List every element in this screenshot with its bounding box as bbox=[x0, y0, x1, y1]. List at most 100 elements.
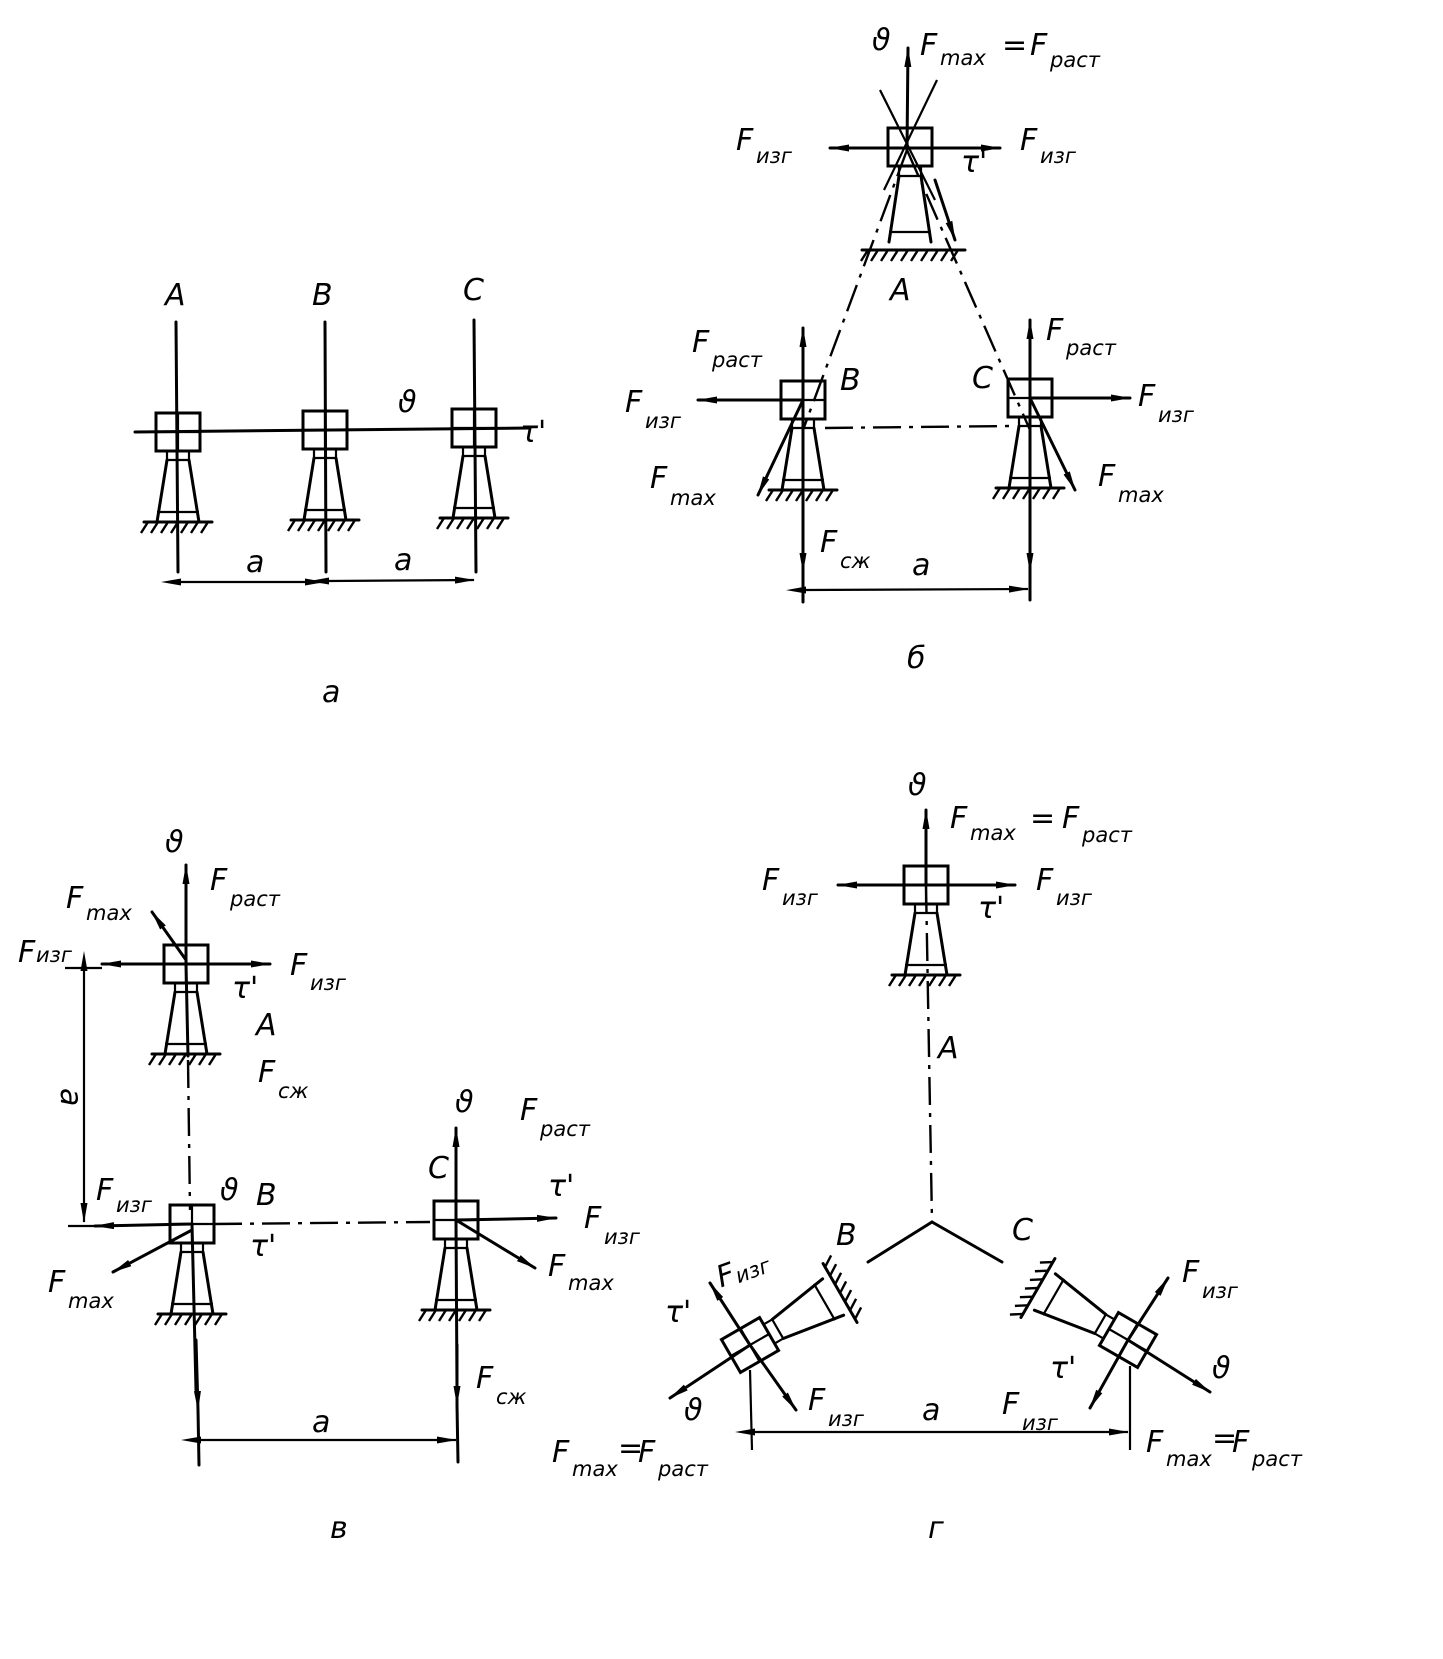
max-force-arrow-b bbox=[756, 398, 805, 497]
svg-text:изг: изг bbox=[645, 409, 682, 433]
svg-text:F: F bbox=[692, 325, 710, 360]
max-force-arrow-a bbox=[150, 910, 188, 962]
svg-text:F: F bbox=[1030, 28, 1048, 63]
panel-caption-b: б bbox=[907, 641, 926, 676]
svg-text:F: F bbox=[1138, 379, 1156, 414]
node-label-a: A bbox=[936, 1031, 959, 1066]
bending-force-arrow-c bbox=[454, 1214, 558, 1222]
column-c bbox=[435, 318, 510, 574]
svg-text:F: F bbox=[1020, 123, 1038, 158]
dimension-arrow-bc bbox=[786, 585, 1029, 594]
theta-label-a: ϑ bbox=[908, 768, 927, 803]
label-fmax-eq-frast-a: F max = F раст bbox=[950, 801, 1133, 847]
node-label-a: A bbox=[888, 273, 911, 308]
node-label-b: B bbox=[312, 278, 333, 313]
svg-text:=: = bbox=[618, 1431, 643, 1466]
label-fmax-c: F max bbox=[1098, 459, 1164, 507]
bending-force-arrow-c-up bbox=[1126, 1276, 1170, 1342]
svg-text:max: max bbox=[1118, 483, 1164, 507]
panel-v: ϑ F раст F max F изг F изг τ' A F сж a bbox=[18, 825, 641, 1546]
tau-label-c: τ' bbox=[548, 1169, 574, 1204]
bending-force-arrow-c-down bbox=[1088, 1338, 1130, 1410]
svg-text:F: F bbox=[476, 1361, 494, 1396]
svg-text:F: F bbox=[650, 461, 668, 496]
tau-label-c: τ' bbox=[1050, 1351, 1076, 1386]
theta-label-b: ϑ bbox=[684, 1393, 703, 1428]
node-label-a: A bbox=[163, 278, 186, 313]
svg-text:F: F bbox=[258, 1055, 276, 1090]
column-a bbox=[139, 320, 214, 574]
svg-text:изг: изг bbox=[1158, 403, 1195, 427]
svg-text:F: F bbox=[210, 863, 228, 898]
svg-text:раст: раст bbox=[539, 1117, 591, 1141]
svg-text:F: F bbox=[1232, 1425, 1250, 1460]
dimension-label: a bbox=[912, 548, 930, 583]
svg-text:F: F bbox=[552, 1435, 570, 1470]
axis-line-ab bbox=[186, 1059, 192, 1211]
svg-text:F: F bbox=[48, 1265, 66, 1300]
svg-text:F: F bbox=[736, 123, 754, 158]
label-fmax-c: F max bbox=[548, 1249, 614, 1295]
panel-caption-v: в bbox=[330, 1511, 348, 1546]
label-fszh-a: F сж bbox=[258, 1055, 309, 1103]
tension-force-arrow-b bbox=[668, 1343, 752, 1400]
svg-text:=: = bbox=[1212, 1421, 1237, 1456]
node-label-c: C bbox=[463, 273, 484, 308]
dimension-arrow-bc bbox=[309, 576, 475, 585]
svg-text:F: F bbox=[1062, 801, 1080, 836]
tau-label: τ' bbox=[961, 145, 987, 180]
label-fizg-left: F изг bbox=[736, 123, 793, 168]
svg-text:F: F bbox=[820, 525, 838, 560]
axis-line-b bbox=[866, 1220, 934, 1264]
theta-label-a: ϑ bbox=[165, 825, 184, 860]
theta-label-b: ϑ bbox=[220, 1173, 239, 1208]
label-fmax-eq-frast-b: F max = F раст bbox=[552, 1431, 709, 1481]
tension-force-arrow-c bbox=[1126, 1338, 1212, 1394]
dimension-label: a bbox=[922, 1393, 940, 1428]
svg-text:изг: изг bbox=[1202, 1279, 1239, 1303]
svg-text:F: F bbox=[290, 948, 308, 983]
svg-text:раст: раст bbox=[1251, 1447, 1303, 1471]
guy-line bbox=[879, 89, 936, 201]
svg-text:изг: изг bbox=[36, 943, 73, 967]
dimension-label-ab: a bbox=[246, 545, 264, 580]
svg-text:F: F bbox=[520, 1093, 538, 1128]
svg-text:=: = bbox=[1030, 801, 1055, 836]
svg-text:сж: сж bbox=[278, 1079, 309, 1103]
axis-line-bc bbox=[213, 1220, 431, 1226]
column-b bbox=[286, 320, 361, 574]
label-fszh-c: F сж bbox=[476, 1361, 527, 1409]
label-fizg-a-left: F изг bbox=[18, 935, 73, 970]
label-fizg-a-left: F изг bbox=[762, 863, 819, 910]
svg-text:изг: изг bbox=[732, 1253, 775, 1288]
svg-text:изг: изг bbox=[116, 1193, 153, 1217]
node-label-c: C bbox=[1012, 1213, 1033, 1248]
svg-text:F: F bbox=[950, 801, 968, 836]
svg-text:F: F bbox=[1036, 863, 1054, 898]
svg-text:F: F bbox=[1002, 1387, 1020, 1422]
label-fmax-a: F max bbox=[66, 881, 132, 925]
stay-line-ab bbox=[801, 149, 909, 431]
svg-text:F: F bbox=[1098, 459, 1116, 494]
max-force-arrow-c bbox=[1028, 396, 1077, 492]
label-fizg-a-right: F изг bbox=[290, 948, 347, 995]
axis-line-c bbox=[930, 1220, 1004, 1264]
column-b bbox=[153, 1203, 228, 1392]
guy-line bbox=[883, 79, 938, 191]
label-fizg-right: F изг bbox=[1020, 123, 1077, 168]
svg-text:F: F bbox=[18, 935, 36, 970]
tau-label: τ' bbox=[520, 415, 546, 450]
label-fizg-b: F изг bbox=[96, 1173, 153, 1217]
svg-text:F: F bbox=[1146, 1425, 1164, 1460]
label-fizg-c-up: F изг bbox=[1182, 1255, 1239, 1303]
label-fizg-a-right: F изг bbox=[1036, 863, 1093, 910]
tau-label-b: τ' bbox=[250, 1229, 276, 1264]
svg-text:раст: раст bbox=[1081, 823, 1133, 847]
svg-text:F: F bbox=[625, 385, 643, 420]
svg-text:F: F bbox=[920, 28, 938, 63]
dimension-label-vertical: a bbox=[53, 1088, 88, 1106]
svg-text:изг: изг bbox=[1040, 144, 1077, 168]
label-fmax-eq-frast-c: F max = F раст bbox=[1146, 1421, 1303, 1471]
label-fmax-b: F max bbox=[48, 1265, 114, 1313]
